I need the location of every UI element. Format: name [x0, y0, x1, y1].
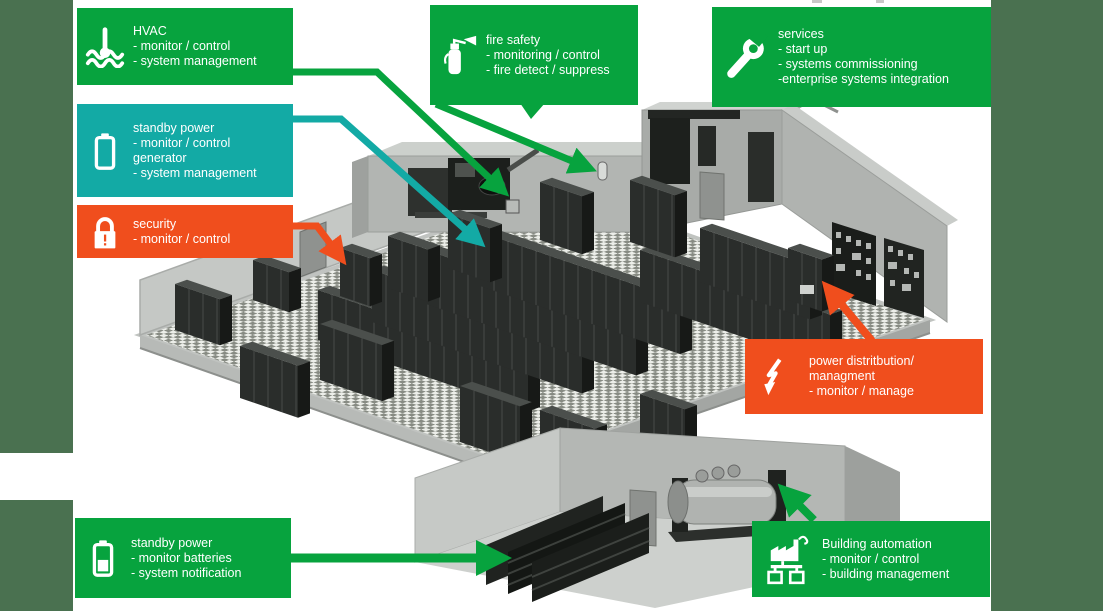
battery-icon [77, 129, 133, 173]
callout-line: - monitor / control [133, 135, 231, 150]
ups-label [800, 285, 814, 294]
left-border-band-lower [0, 500, 73, 611]
cropped-text-remnant [876, 0, 884, 3]
fire-detector [597, 161, 608, 181]
callout-title: security [133, 216, 177, 231]
callout-building-automation: Building automation - monitor / control … [752, 521, 990, 597]
padlock-icon [77, 212, 133, 252]
callout-fire-safety: fire safety - monitoring / control - fir… [430, 5, 638, 105]
fire-extinguisher-icon [430, 33, 486, 77]
callout-title: standby power [133, 120, 215, 135]
callout-line: - systems commissioning [778, 57, 918, 71]
callout-title: power distritbution/ [809, 354, 914, 368]
callout-title: HVAC [133, 24, 167, 38]
thermometer-icon [77, 26, 133, 68]
battery-half-icon [75, 536, 131, 580]
right-border-band [991, 0, 1103, 611]
callout-hvac: HVAC - monitor / control - system manage… [77, 8, 293, 85]
electrical-panels [832, 222, 924, 318]
callout-line: - system management [133, 165, 257, 180]
callout-line: - monitor / control [133, 231, 231, 246]
wrench-icon [712, 34, 778, 80]
callout-title: fire safety [486, 32, 541, 47]
callout-line: - system notification [131, 565, 242, 580]
callout-services: services - start up - systems commission… [712, 7, 991, 107]
callout-line: - monitor / control [133, 39, 231, 53]
lightning-bolt-icon [745, 355, 809, 399]
factory-icon [752, 533, 822, 585]
callout-title: Building automation [822, 536, 932, 551]
callout-title: services [778, 27, 824, 41]
callout-standby-power-bottom: standby power - monitor batteries - syst… [75, 518, 291, 598]
callout-line: - building management [822, 566, 950, 581]
wall-control-panel [505, 199, 520, 214]
callout-line: - monitor batteries [131, 550, 232, 565]
callout-line: - start up [778, 42, 828, 56]
left-border-band [0, 0, 73, 453]
callout-power-distribution: power distritbution/ managment - monitor… [745, 339, 983, 414]
callout-security: security - monitor / control [77, 205, 293, 258]
callout-line: - system management [133, 54, 257, 68]
callout-line: managment [809, 369, 876, 383]
battery-racks [486, 496, 650, 602]
callout-line: - monitor / manage [809, 384, 914, 398]
callout-standby-power-top: standby power - monitor / control genera… [77, 104, 293, 197]
cropped-text-remnant [812, 0, 822, 3]
callout-line: generator [133, 150, 187, 165]
callout-line: - monitor / control [822, 551, 920, 566]
callout-line: - monitoring / control [486, 47, 600, 62]
callout-line: - fire detect / suppress [486, 62, 610, 77]
callout-title: standby power [131, 535, 213, 550]
callout-line: -enterprise systems integration [778, 72, 949, 86]
